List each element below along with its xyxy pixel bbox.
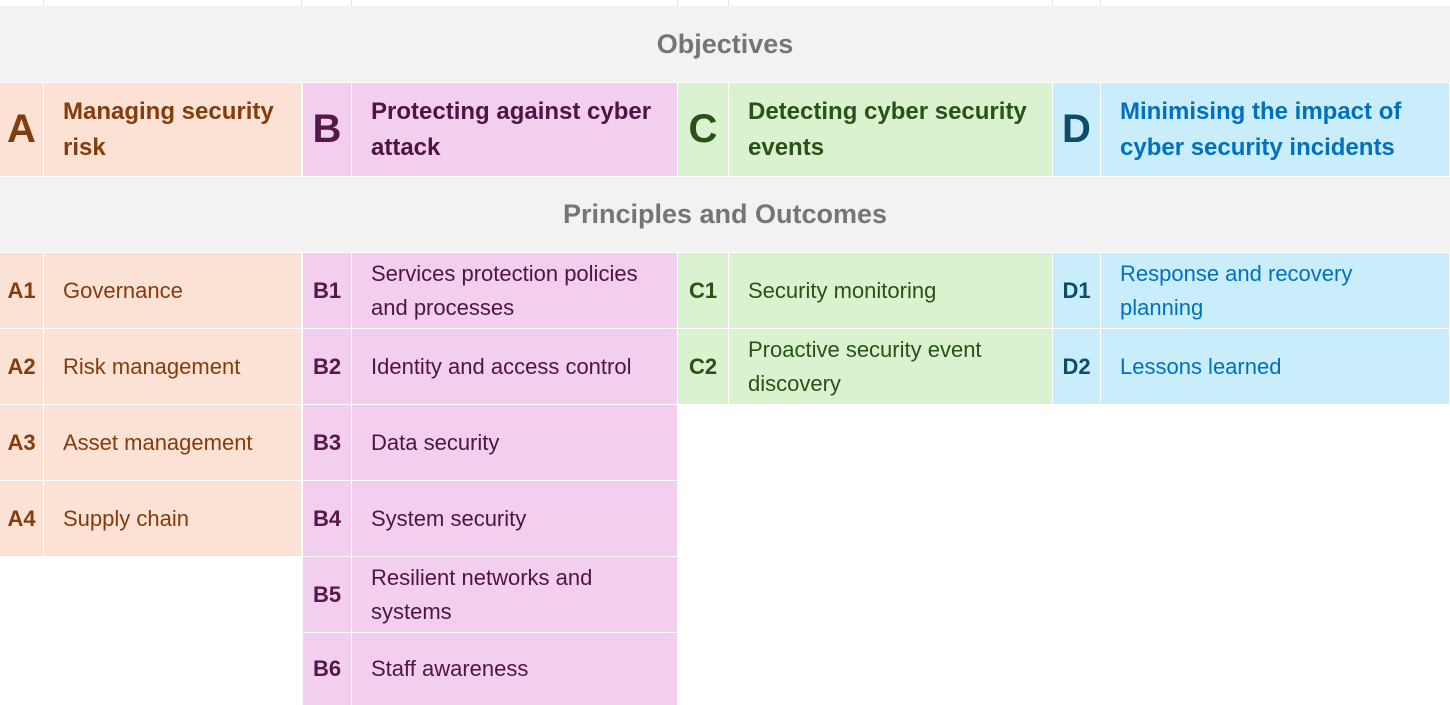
principle-b1-label: Services protection policies and process…: [352, 253, 677, 328]
principle-b1-text: Services protection policies and process…: [371, 260, 638, 320]
principle-b4-label: System security: [352, 481, 677, 556]
principle-a1-text: Governance: [63, 277, 183, 303]
principle-a2-code: A2: [0, 329, 43, 404]
principle-b4-code: B4: [303, 481, 351, 556]
grid-divider: [351, 0, 352, 6]
grid-divider: [1052, 0, 1053, 6]
principle-a1-label: Governance: [44, 253, 301, 328]
principle-b6-text: Staff awareness: [371, 656, 529, 681]
principle-b6-code: B6: [303, 633, 351, 705]
principle-d2-label: Lessons learned: [1101, 329, 1449, 404]
principle-a4-code: A4: [0, 481, 43, 556]
principle-b2-code: B2: [303, 329, 351, 404]
objective-b-letter: B: [303, 83, 351, 176]
principle-b4-text: System security: [371, 505, 527, 531]
principle-c2-code: C2: [678, 329, 728, 404]
grid-divider: [728, 0, 729, 6]
principle-a1-code: A1: [0, 253, 43, 328]
principle-c1-label: Security monitoring: [729, 253, 1052, 328]
principle-a4-text: Supply chain: [63, 505, 189, 531]
principle-b5-text: Resilient networks and systems: [371, 564, 593, 624]
objective-d-title-text: Minimising the impact of cyber security …: [1120, 97, 1402, 161]
grid-divider: [301, 0, 302, 6]
principle-b1-code: B1: [303, 253, 351, 328]
objective-a-letter: A: [0, 83, 43, 176]
principle-c2-text: Proactive security event discovery: [748, 336, 982, 396]
principle-b2-text: Identity and access control: [371, 353, 632, 379]
top-grid-strip: [0, 0, 1450, 6]
principle-b3-code: B3: [303, 405, 351, 480]
principle-b3-text: Data security: [371, 429, 500, 455]
grid-divider: [1100, 0, 1101, 6]
principle-a3-text: Asset management: [63, 429, 253, 455]
grid-divider: [43, 0, 44, 6]
principle-c2-label: Proactive security event discovery: [729, 329, 1052, 404]
principle-c1-text: Security monitoring: [748, 277, 937, 303]
principle-b6-label: Staff awareness: [352, 633, 677, 705]
objective-c-title: Detecting cyber security events: [729, 83, 1052, 176]
principle-d2-code: D2: [1053, 329, 1100, 404]
principle-b3-label: Data security: [352, 405, 677, 480]
grid-divider: [677, 0, 678, 6]
objectives-header-label: Objectives: [656, 28, 794, 59]
principles-header: Principles and Outcomes: [0, 177, 1450, 252]
principle-a3-code: A3: [0, 405, 43, 480]
principle-b5-label: Resilient networks and systems: [352, 557, 677, 632]
principle-a4-label: Supply chain: [44, 481, 301, 556]
objective-d-title: Minimising the impact of cyber security …: [1101, 83, 1449, 176]
objective-a-title: Managing security risk: [44, 83, 301, 176]
objectives-header: Objectives: [0, 6, 1450, 82]
principle-c1-code: C1: [678, 253, 728, 328]
principle-d2-text: Lessons learned: [1120, 353, 1282, 379]
principle-a2-label: Risk management: [44, 329, 301, 404]
principle-a2-text: Risk management: [63, 353, 241, 379]
principle-b2-label: Identity and access control: [352, 329, 677, 404]
objective-b-title-text: Protecting against cyber attack: [371, 97, 652, 161]
principle-d1-text: Response and recovery planning: [1120, 260, 1353, 320]
objective-c-title-text: Detecting cyber security events: [748, 97, 1027, 161]
objective-a-title-text: Managing security risk: [63, 97, 274, 161]
principle-d1-label: Response and recovery planning: [1101, 253, 1449, 328]
objective-b-title: Protecting against cyber attack: [352, 83, 677, 176]
principle-d1-code: D1: [1053, 253, 1100, 328]
principle-b5-code: B5: [303, 557, 351, 632]
objective-c-letter: C: [678, 83, 728, 176]
objective-d-letter: D: [1053, 83, 1100, 176]
principles-header-label: Principles and Outcomes: [562, 199, 888, 229]
principle-a3-label: Asset management: [44, 405, 301, 480]
